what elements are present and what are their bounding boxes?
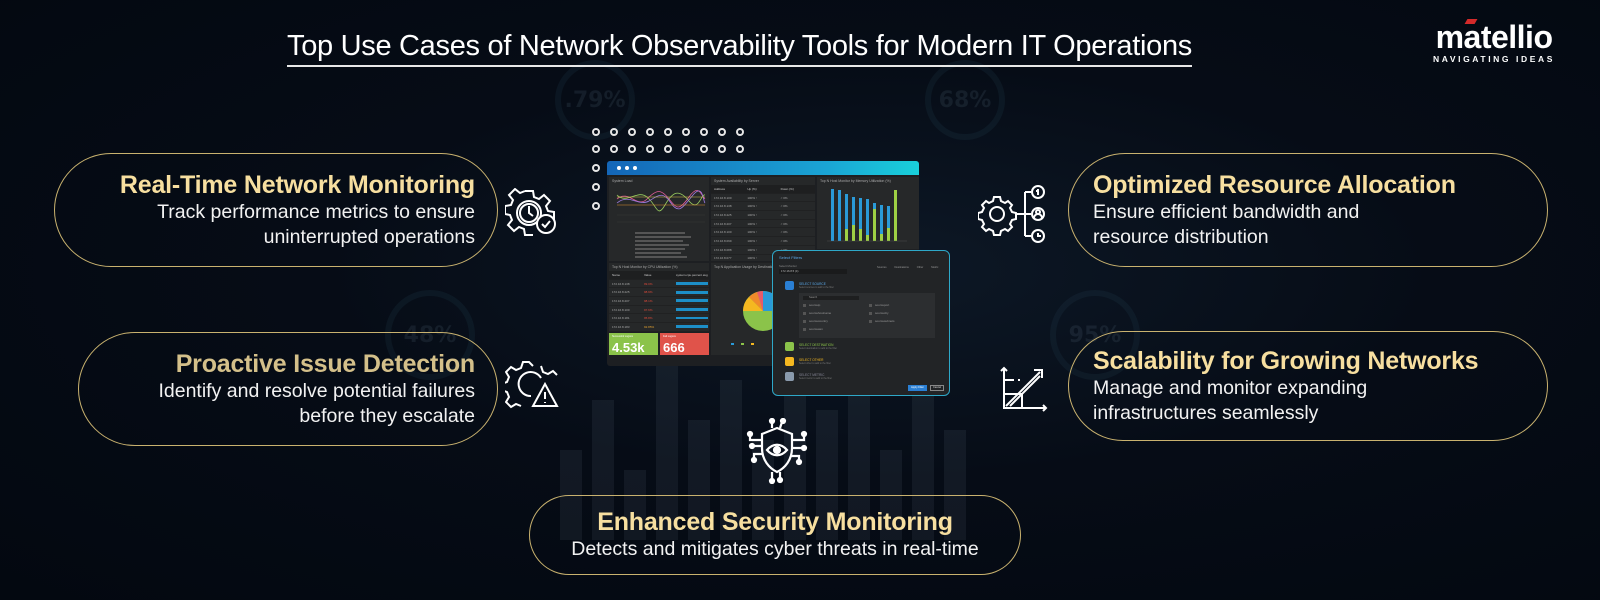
monitor-label: Select Monitor xyxy=(779,264,797,268)
bg-gauge-watermark: .79% xyxy=(555,60,635,140)
gear-warning-icon xyxy=(505,360,561,412)
filter-modal: Select Filters Select Monitor 172.16.8.5… xyxy=(772,250,950,396)
checkbox-sourceport[interactable]: sourceport xyxy=(869,303,889,307)
use-case-heading: Proactive Issue Detection xyxy=(175,349,475,378)
use-case-description: uninterrupted operations xyxy=(263,225,475,248)
logo-tagline: NAVIGATING IDEAS xyxy=(1433,54,1556,64)
use-case-proactive-detection: Proactive Issue Detection Identify and r… xyxy=(78,332,498,446)
source-icon xyxy=(785,281,794,290)
use-case-security-monitoring: Enhanced Security Monitoring Detects and… xyxy=(529,495,1021,575)
decorative-dot-grid xyxy=(592,128,744,153)
checkbox-sourceasn[interactable]: sourceasn xyxy=(803,327,823,331)
panel-cpu-utilization: Top N Host Monitor by CPU Utilization (%… xyxy=(609,263,709,332)
use-case-real-time-monitoring: Real-Time Network Monitoring Track perfo… xyxy=(54,153,498,267)
pie-chart xyxy=(731,291,783,345)
use-case-scalability: Scalability for Growing Networks Manage … xyxy=(1068,331,1548,441)
apply-filter-button[interactable]: Apply Filter xyxy=(908,385,927,391)
bg-bars-watermark xyxy=(560,340,966,540)
checkbox-sourcecountry[interactable]: sourcecountry xyxy=(803,319,828,323)
metric-icon xyxy=(785,372,794,381)
checkbox-sourcecity[interactable]: sourcecity xyxy=(869,311,889,315)
destination-icon xyxy=(785,342,794,351)
decorative-dot-column xyxy=(592,164,600,210)
use-case-heading: Optimized Resource Allocation xyxy=(1093,170,1456,199)
panel-memory-utilization: Top N Host Monitor by Memory Utilization… xyxy=(817,177,919,249)
use-case-heading: Real-Time Network Monitoring xyxy=(119,170,475,199)
brand-logo[interactable]: matellio NAVIGATING IDEAS xyxy=(1433,19,1556,64)
use-case-description: infrastructures seamlessly xyxy=(1093,401,1319,424)
use-case-description: Ensure efficient bandwidth and xyxy=(1093,200,1360,223)
use-case-description: before they escalate xyxy=(299,404,475,427)
other-icon xyxy=(785,357,794,366)
page-title: Top Use Cases of Network Observability T… xyxy=(287,30,1192,67)
checkbox-sourcesubnets[interactable]: sourcesubnets xyxy=(869,319,895,323)
window-titlebar xyxy=(607,161,919,175)
gear-resources-icon xyxy=(978,183,1050,245)
use-case-heading: Scalability for Growing Networks xyxy=(1093,346,1479,375)
search-input[interactable]: Search xyxy=(803,296,859,300)
use-case-heading: Enhanced Security Monitoring xyxy=(597,508,953,536)
logo-wordmark: matellio xyxy=(1435,19,1553,55)
panel-system-load: System Load xyxy=(609,177,709,261)
use-case-description: resource distribution xyxy=(1093,225,1269,248)
modal-title: Select Filters xyxy=(779,255,803,260)
use-case-description: Identify and resolve potential failures xyxy=(158,379,475,402)
checkbox-sourcehostname[interactable]: sourcehostname xyxy=(803,311,831,315)
line-chart xyxy=(616,190,706,223)
use-case-description: Detects and mitigates cyber threats in r… xyxy=(571,538,979,560)
shield-eye-circuit-icon xyxy=(742,418,812,484)
monitor-select[interactable]: 172.16.8.5 (4) xyxy=(779,269,847,274)
use-case-description: Track performance metrics to ensure xyxy=(157,200,475,223)
gear-clock-check-icon xyxy=(505,188,559,238)
bg-gauge-watermark: 68% xyxy=(925,60,1005,140)
panel-app-usage: Top N Application Usage by Destination xyxy=(711,263,783,355)
use-case-description: Manage and monitor expanding xyxy=(1093,376,1368,399)
growth-chart-icon xyxy=(1000,366,1048,412)
use-case-resource-allocation: Optimized Resource Allocation Ensure eff… xyxy=(1068,153,1548,267)
checkbox-sourceip[interactable]: sourceip xyxy=(803,303,820,307)
source-options: Search sourceip sourceport sourcehostnam… xyxy=(799,293,935,338)
cancel-button[interactable]: Cancel xyxy=(930,385,944,391)
bar-chart xyxy=(827,189,907,242)
